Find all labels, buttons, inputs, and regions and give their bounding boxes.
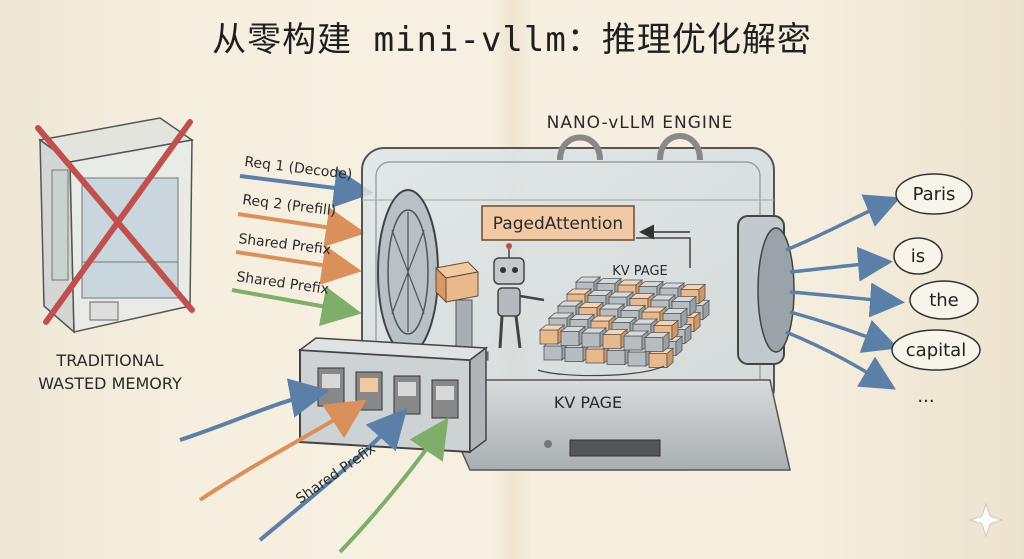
- traditional-memory-box: [35, 117, 195, 334]
- token-bubble: [895, 173, 973, 215]
- traditional-label-line1: TRADITIONAL: [55, 351, 163, 370]
- output-arrow: [789, 310, 899, 353]
- kv-block: [538, 324, 566, 345]
- token-bubble: [893, 237, 943, 275]
- output-arrow: [785, 330, 897, 390]
- input-panel: [297, 337, 489, 454]
- token-bubble: [909, 280, 979, 320]
- traditional-label-line2: WASTED MEMORY: [38, 374, 182, 393]
- sparkle-icon: [968, 502, 1004, 538]
- kv-page-top-label: KV PAGE: [612, 264, 668, 279]
- token-text: Paris: [913, 184, 956, 205]
- output-arrow: [789, 246, 893, 282]
- token-text: the: [929, 290, 959, 311]
- bottom-arrow-label: Shared Prefix: [293, 441, 378, 508]
- kv-block: [647, 347, 675, 369]
- request-arrow: [235, 245, 362, 285]
- token-text: is: [911, 246, 925, 267]
- bottom-input-arrows: [179, 378, 449, 554]
- kv-block: [601, 328, 629, 350]
- paged-attention-box: [481, 205, 691, 268]
- kv-block: [622, 330, 650, 351]
- engine-label: NANO-vLLM ENGINE: [547, 113, 734, 133]
- kv-block: [643, 331, 671, 353]
- output-arrow: [789, 282, 905, 318]
- engine-body: [361, 133, 795, 471]
- input-arrow: [338, 417, 449, 554]
- output-token-bubbles: Paris is the capital ...: [891, 173, 981, 407]
- kv-block: [559, 325, 587, 347]
- control-panel: [569, 439, 661, 457]
- kv-block: [580, 327, 608, 348]
- paged-attention-label: PagedAttention: [493, 214, 623, 234]
- robot-figure: [493, 243, 545, 349]
- kv-cache-grid: [538, 276, 711, 369]
- request-arrow: [237, 207, 366, 248]
- input-arrow: [258, 408, 408, 542]
- token-text: capital: [906, 340, 966, 361]
- request-arrows: [231, 168, 374, 327]
- request-arrow: [231, 286, 362, 327]
- output-arrow: [785, 194, 901, 252]
- page-title: 从零构建 mini-vllm：推理优化解密: [212, 20, 812, 60]
- input-arrow: [179, 378, 330, 442]
- request-arrow: [239, 168, 374, 208]
- output-arrows: [785, 194, 905, 390]
- input-arrow: [198, 399, 367, 502]
- token-ellipsis: ...: [917, 386, 934, 407]
- token-bubble: [891, 329, 981, 371]
- kv-page-bottom-label: KV PAGE: [554, 393, 622, 412]
